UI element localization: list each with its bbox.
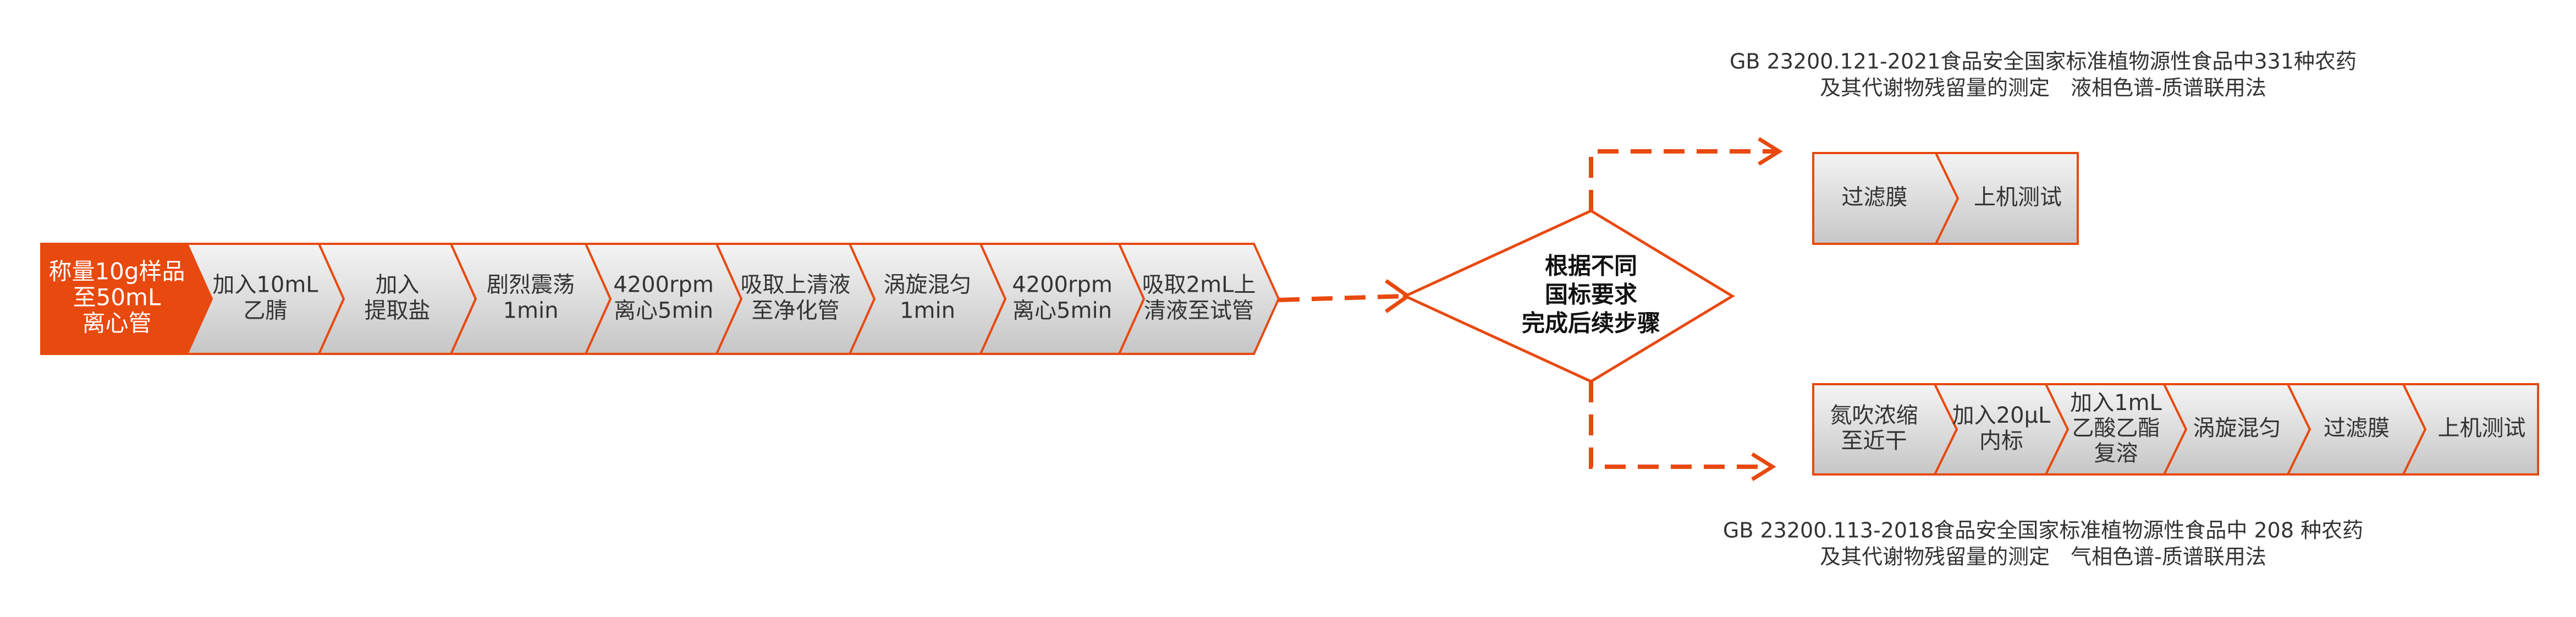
label-line: 离心管 <box>82 310 151 337</box>
label-line: 至近干 <box>1841 428 1907 454</box>
connector-to-lower-branch-arrowhead <box>1751 452 1776 481</box>
upper-standard-caption: GB 23200.121-2021食品安全国家标准植物源性食品中331种农药及其… <box>1730 50 2357 100</box>
label-line: 离心5min <box>1012 298 1112 324</box>
label-line: 4200rpm <box>613 272 714 298</box>
label-line: 国标要求 <box>1545 281 1637 308</box>
label-line: 上机测试 <box>2438 416 2526 441</box>
connector-to-upper-branch-arrowhead <box>1758 137 1783 166</box>
main-step-3-label: 加入提取盐 <box>365 272 431 324</box>
label-line: 4200rpm <box>1012 272 1113 298</box>
connector-to-lower-branch <box>1589 381 1770 469</box>
label-line: 氮吹浓缩 <box>1830 403 1918 428</box>
label-line: 加入1mL <box>2070 390 2162 416</box>
label-line: GB 23200.113-2018食品安全国家标准植物源性食品中 208 种农药 <box>1723 518 2363 543</box>
label-line: 加入 <box>376 272 420 298</box>
label-line: 离心5min <box>614 298 713 324</box>
label-line: 至50mL <box>73 284 161 311</box>
main-step-6-label: 吸取上清液至净化管 <box>741 272 851 324</box>
label-line: 剧烈震荡 <box>487 272 575 298</box>
decision-label: 根据不同国标要求完成后续步骤 <box>1522 253 1660 337</box>
label-line: 涡旋混匀 <box>884 272 972 298</box>
upper-step-2-label: 上机测试 <box>1974 185 2062 210</box>
label-line: 提取盐 <box>365 298 431 324</box>
label-line: 1min <box>503 298 559 324</box>
label-line: 及其代谢物残留量的测定 气相色谱-质谱联用法 <box>1820 545 2266 569</box>
label-line: 完成后续步骤 <box>1522 310 1660 337</box>
lower-step-5-label: 过滤膜 <box>2324 416 2390 441</box>
label-line: 吸取2mL上 <box>1142 272 1256 298</box>
upper-step-1-label: 过滤膜 <box>1842 185 1908 210</box>
decision-node: 根据不同国标要求完成后续步骤 <box>1402 209 1735 383</box>
main-step-9-label: 吸取2mL上清液至试管 <box>1142 272 1256 324</box>
label-line: 上机测试 <box>1974 185 2062 210</box>
label-line: GB 23200.121-2021食品安全国家标准植物源性食品中331种农药 <box>1730 50 2357 74</box>
label-line: 复溶 <box>2094 441 2138 466</box>
upper-branch-flow: 过滤膜 上机测试 <box>1812 152 2079 245</box>
lower-standard-caption: GB 23200.113-2018食品安全国家标准植物源性食品中 208 种农药… <box>1723 518 2363 569</box>
label-line: 涡旋混匀 <box>2193 416 2281 441</box>
lower-step-6-label: 上机测试 <box>2438 416 2526 441</box>
label-line: 乙腈 <box>244 298 288 324</box>
lower-step-6-shape <box>2401 383 2539 476</box>
upper-step-2-shape <box>1934 152 2079 245</box>
label-line: 1min <box>900 298 955 324</box>
label-line: 加入20μL <box>1952 403 2051 428</box>
label-line: 称量10g样品 <box>48 258 185 285</box>
label-line: 清液至试管 <box>1144 298 1254 324</box>
label-line: 至净化管 <box>752 298 840 324</box>
lower-step-1-label: 氮吹浓缩至近干 <box>1830 403 1918 454</box>
connector-to-decision <box>1278 294 1406 302</box>
label-line: 乙酸乙酯 <box>2072 416 2160 441</box>
label-line: 过滤膜 <box>1842 185 1908 210</box>
lower-step-4-label: 涡旋混匀 <box>2193 416 2281 441</box>
label-line: 过滤膜 <box>2324 416 2390 441</box>
label-line: 根据不同 <box>1545 253 1637 280</box>
label-line: 内标 <box>1979 428 2023 454</box>
label-line: 吸取上清液 <box>741 272 851 298</box>
main-step-9-shape <box>1117 243 1280 355</box>
label-line: 及其代谢物残留量的测定 液相色谱-质谱联用法 <box>1820 76 2266 100</box>
label-line: 加入10mL <box>212 272 318 298</box>
connector-to-upper-branch <box>1589 149 1776 211</box>
